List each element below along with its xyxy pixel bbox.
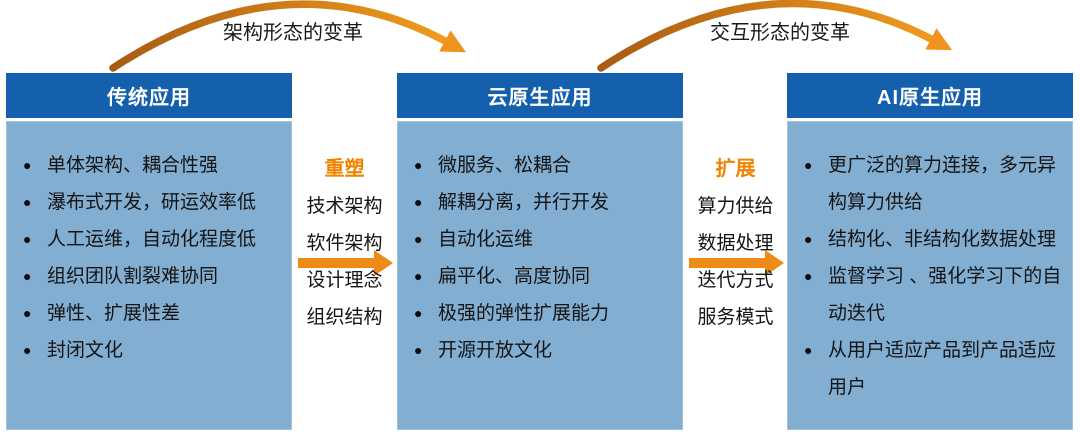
column-cloud-native-app: 云原生应用 微服务、松耦合 解耦分离，并行开发 自动化运维 扁平化、高度协同 极…: [397, 73, 683, 430]
bullet-item: 微服务、松耦合: [411, 147, 679, 184]
connector-text-reshape: 重塑 技术架构 软件架构 设计理念 组织结构: [292, 151, 397, 336]
connector-expand: 扩展 算力供给 数据处理 迭代方式 服务模式: [683, 73, 788, 430]
arrow-head: [374, 250, 393, 276]
connector-reshape: 重塑 技术架构 软件架构 设计理念 组织结构: [292, 73, 397, 430]
arrow-shaft: [298, 258, 374, 268]
arc-label-architecture: 架构形态的变革: [223, 22, 363, 44]
column-body-ai-native: 更广泛的算力连接，多元异构算力供给 结构化、非结构化数据处理 监督学习 、强化学…: [787, 121, 1073, 430]
bullet-item: 从用户适应产品到产品适应用户: [801, 332, 1069, 406]
bullet-item: 单体架构、耦合性强: [20, 147, 288, 184]
bullet-item: 扁平化、高度协同: [411, 258, 679, 295]
column-title-traditional: 传统应用: [6, 73, 292, 118]
arc-arrow-architecture: [109, 0, 467, 72]
connector-text-expand: 扩展 算力供给 数据处理 迭代方式 服务模式: [683, 151, 788, 336]
bullet-item: 人工运维，自动化程度低: [20, 221, 288, 258]
column-ai-native-app: AI原生应用 更广泛的算力连接，多元异构算力供给 结构化、非结构化数据处理 监督…: [787, 73, 1073, 430]
bullet-item: 弹性、扩展性差: [20, 295, 288, 332]
connector-label: 扩展: [715, 158, 756, 180]
bullet-item: 极强的弹性扩展能力: [411, 295, 679, 332]
bullet-list-traditional: 单体架构、耦合性强 瀑布式开发，研运效率低 人工运维，自动化程度低 组织团队割裂…: [6, 121, 292, 369]
column-traditional-app: 传统应用 单体架构、耦合性强 瀑布式开发，研运效率低 人工运维，自动化程度低 组…: [6, 73, 292, 430]
arrow-head: [765, 250, 784, 276]
bullet-list-ai-native: 更广泛的算力连接，多元异构算力供给 结构化、非结构化数据处理 监督学习 、强化学…: [787, 121, 1073, 406]
bullet-item: 解耦分离，并行开发: [411, 184, 679, 221]
bullet-item: 封闭文化: [20, 332, 288, 369]
connector-item: 迭代方式: [697, 270, 774, 291]
arc-arrow-interaction: [597, 0, 953, 72]
arrow-shaft: [689, 258, 765, 268]
column-title-cloud-native: 云原生应用: [397, 73, 683, 118]
connector-item: 软件架构: [306, 233, 383, 254]
bullet-item: 结构化、非结构化数据处理: [801, 221, 1069, 258]
bullet-item: 自动化运维: [411, 221, 679, 258]
bullet-item: 更广泛的算力连接，多元异构算力供给: [801, 147, 1069, 221]
column-body-traditional: 单体架构、耦合性强 瀑布式开发，研运效率低 人工运维，自动化程度低 组织团队割裂…: [6, 121, 292, 430]
connector-item: 服务模式: [697, 307, 774, 328]
connector-item: 数据处理: [697, 233, 774, 254]
right-arrow-icon: [689, 250, 784, 276]
column-body-cloud-native: 微服务、松耦合 解耦分离，并行开发 自动化运维 扁平化、高度协同 极强的弹性扩展…: [397, 121, 683, 430]
connector-item: 组织结构: [306, 307, 383, 328]
arc-label-interaction: 交互形态的变革: [710, 22, 850, 44]
bullet-item: 组织团队割裂难协同: [20, 258, 288, 295]
connector-item: 算力供给: [697, 196, 774, 217]
bullet-item: 瀑布式开发，研运效率低: [20, 184, 288, 221]
top-arcs: [109, 0, 953, 72]
bullet-list-cloud-native: 微服务、松耦合 解耦分离，并行开发 自动化运维 扁平化、高度协同 极强的弹性扩展…: [397, 121, 683, 369]
bullet-item: 开源开放文化: [411, 332, 679, 369]
right-arrow-icon: [298, 250, 393, 276]
connector-label: 重塑: [324, 158, 365, 180]
column-title-ai-native: AI原生应用: [787, 73, 1073, 118]
connector-item: 技术架构: [306, 196, 383, 217]
bullet-item: 监督学习 、强化学习下的自动迭代: [801, 258, 1069, 332]
connector-item: 设计理念: [306, 270, 383, 291]
